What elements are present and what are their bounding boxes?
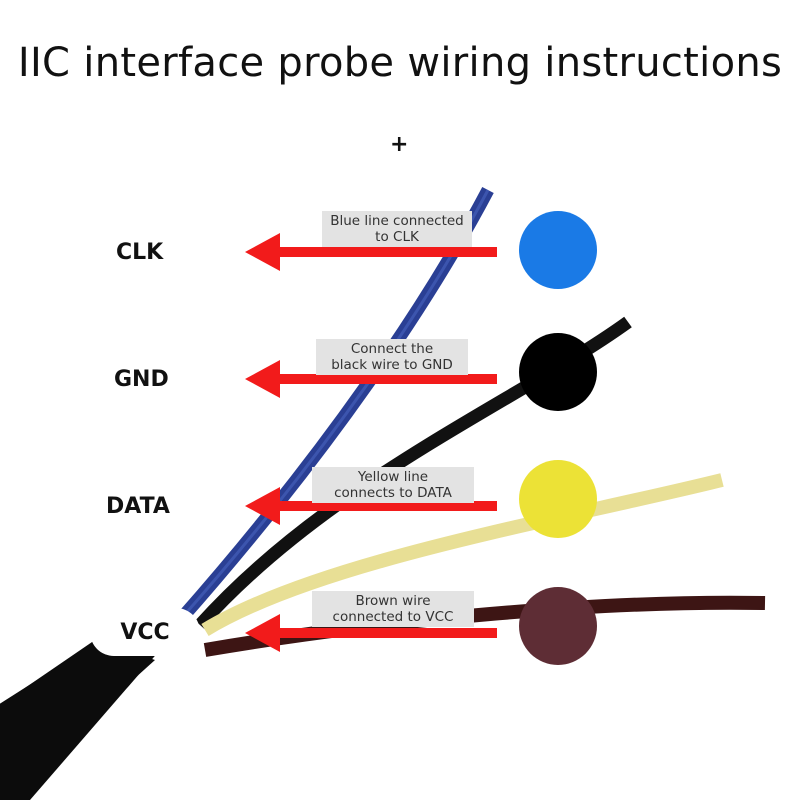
black-color-dot [519, 333, 597, 411]
plus-sign: + [390, 132, 409, 157]
yellow-wire [201, 473, 724, 636]
callout-vcc: Brown wire connected to VCC [312, 591, 474, 627]
callout-clk: Blue line connected to CLK [322, 211, 472, 247]
arrow-vcc [245, 614, 497, 652]
pin-label-clk: CLK [116, 240, 164, 265]
yellow-color-dot [519, 460, 597, 538]
brown-wire [203, 595, 766, 657]
vcc-pill: VCC [90, 608, 200, 656]
arrow-data [245, 487, 497, 525]
pin-label-data: DATA [106, 494, 170, 519]
arrow-clk [245, 233, 497, 271]
arrow-gnd [245, 360, 497, 398]
blue-color-dot [519, 211, 597, 289]
diagram-title: IIC interface probe wiring instructions [17, 40, 783, 86]
callout-data: Yellow line connects to DATA [312, 467, 474, 503]
brown-color-dot [519, 587, 597, 665]
callout-gnd: Connect the black wire to GND [316, 339, 468, 375]
pin-label-gnd: GND [114, 367, 169, 392]
pin-label-vcc: VCC [120, 619, 170, 645]
